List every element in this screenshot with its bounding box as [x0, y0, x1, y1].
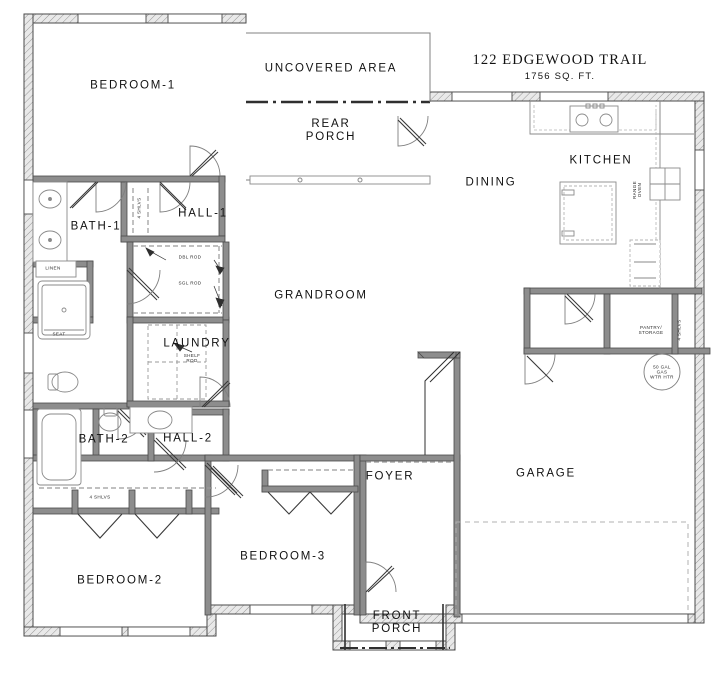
interior-walls	[32, 175, 711, 618]
windows	[23, 13, 705, 651]
plan-address: 122 EDGEWOOD TRAIL	[472, 52, 648, 68]
doors	[69, 115, 661, 593]
wall-outlines	[424, 351, 461, 455]
annotation-linen: LINEN	[45, 265, 61, 271]
garage-door	[461, 613, 689, 624]
annotation-pantry_storage: PANTRY/ STORAGE	[638, 324, 664, 335]
title-block: 122 EDGEWOOD TRAIL 1756 SQ. FT.	[473, 52, 648, 82]
annotation-shelves_pantry: 4 SHLVS	[676, 319, 682, 341]
fixtures	[32, 101, 694, 486]
rod-leader-lines	[145, 247, 225, 353]
porch-and-driveway-dashes	[246, 32, 689, 650]
annotation-dbl_rod: DBL ROD	[178, 254, 202, 260]
annotation-shelf_rod_laundry: SHELF ROD	[183, 352, 201, 363]
annotation-shelves_hall1: 4 SHLVS	[136, 197, 142, 219]
closet-shelving	[39, 188, 452, 489]
plan-square-footage: 1756 SQ. FT.	[524, 71, 596, 82]
annotation-sgl_rod: SGL ROD	[178, 280, 202, 286]
annotation-water_heater: 50 GAL GAS WTR HTR	[650, 364, 674, 380]
annotation-shower_seat: SEAT	[52, 331, 66, 337]
annotation-range_oven: RANGE OVEN	[631, 180, 642, 200]
annotation-shelves_bed2: 4 SHLVS	[89, 494, 111, 500]
